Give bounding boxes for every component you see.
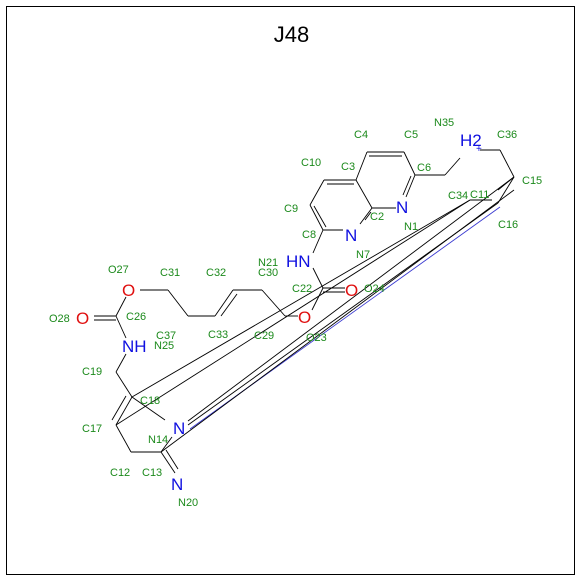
bond bbox=[309, 204, 324, 231]
bond bbox=[364, 211, 372, 221]
bond bbox=[355, 151, 368, 181]
bond bbox=[355, 179, 373, 209]
bond bbox=[131, 199, 471, 398]
bond bbox=[214, 289, 234, 317]
bond bbox=[313, 205, 327, 228]
bond bbox=[309, 179, 325, 206]
bond bbox=[115, 315, 127, 339]
bond bbox=[160, 436, 173, 453]
bond bbox=[115, 396, 133, 426]
atom-label-c33: C33 bbox=[208, 329, 228, 341]
atom-label-c18: C18 bbox=[140, 395, 160, 407]
atom-label-c29: C29 bbox=[254, 330, 274, 342]
atom-label-c15: C15 bbox=[522, 175, 542, 187]
bond bbox=[115, 353, 127, 373]
atom-symbol-n35: H2 bbox=[460, 131, 482, 150]
atom-label-n7: N7 bbox=[356, 249, 370, 261]
atom-label-o28: O28 bbox=[49, 313, 70, 325]
bond bbox=[359, 207, 373, 225]
bond bbox=[499, 149, 515, 178]
bond bbox=[187, 176, 515, 422]
bond bbox=[403, 151, 416, 176]
bond bbox=[220, 293, 238, 317]
atom-label-n25: N25 bbox=[154, 340, 174, 352]
atom-label-c8: C8 bbox=[302, 229, 316, 241]
atom-label-o24: O24 bbox=[364, 283, 385, 295]
bond bbox=[165, 449, 179, 470]
viewer-frame bbox=[6, 6, 575, 575]
atom-label-c32: C32 bbox=[206, 267, 226, 279]
atom-symbol-n1: N bbox=[396, 198, 408, 217]
bond-layer bbox=[94, 149, 515, 474]
bond bbox=[405, 174, 416, 198]
bond bbox=[312, 267, 324, 289]
atom-label-c30: C30 bbox=[258, 267, 278, 279]
bond bbox=[444, 157, 461, 176]
atom-label-c11: C11 bbox=[470, 189, 489, 201]
molecule-title: J48 bbox=[273, 22, 310, 47]
bond bbox=[115, 199, 471, 426]
atom-label-c34: C34 bbox=[448, 190, 468, 202]
atom-label-n35: N35 bbox=[434, 117, 454, 129]
bond bbox=[160, 451, 176, 474]
atom-symbol-n7: N bbox=[345, 226, 357, 245]
atom-label-c6: C6 bbox=[417, 162, 431, 174]
atom-label-c37: C37 bbox=[156, 330, 176, 342]
bond bbox=[311, 287, 324, 311]
bond bbox=[160, 189, 515, 453]
atom-label-c3: C3 bbox=[341, 161, 355, 173]
atom-symbol-o27: O bbox=[122, 281, 135, 300]
bond bbox=[115, 371, 133, 398]
atom-label-c13: C13 bbox=[142, 467, 162, 479]
atom-symbol-n21: HN bbox=[286, 252, 311, 271]
atom-label-c31: C31 bbox=[160, 267, 180, 279]
element-symbol-layer: N N N N HN O O NH O O H2 + bbox=[76, 131, 482, 494]
atom-label-n20: N20 bbox=[178, 497, 198, 509]
bond bbox=[131, 396, 166, 421]
atom-label-c22: C22 bbox=[292, 283, 312, 295]
atom-symbol-o23: O bbox=[298, 308, 311, 327]
atom-label-c2: C2 bbox=[370, 211, 384, 223]
atom-label-layer: N1 C2 C3 C4 C5 C6 N7 C8 C9 C10 C11 C12 C… bbox=[49, 117, 542, 509]
atom-label-c36: C36 bbox=[497, 129, 517, 141]
bond bbox=[261, 289, 286, 317]
atom-label-n1: N1 bbox=[404, 221, 418, 233]
atom-label-c10: C10 bbox=[301, 157, 321, 169]
atom-label-c19: C19 bbox=[82, 366, 102, 378]
atom-label-c5: C5 bbox=[404, 129, 418, 141]
atom-label-c16: C16 bbox=[498, 219, 518, 231]
charge-n35: + bbox=[476, 144, 482, 155]
atom-symbol-n14: N bbox=[173, 419, 185, 438]
atom-label-c12: C12 bbox=[110, 467, 130, 479]
bond bbox=[115, 424, 132, 453]
bond bbox=[497, 176, 515, 204]
atom-symbol-o28: O bbox=[76, 309, 89, 328]
bond bbox=[167, 289, 189, 317]
atom-symbol-o24: O bbox=[345, 281, 358, 300]
atom-label-c4: C4 bbox=[354, 129, 368, 141]
atom-label-o27: O27 bbox=[108, 264, 129, 276]
atom-label-n14: N14 bbox=[148, 434, 168, 446]
bond bbox=[402, 175, 412, 196]
atom-label-c9: C9 bbox=[284, 203, 298, 215]
atom-label-n21: N21 bbox=[258, 257, 278, 269]
atom-label-c26: C26 bbox=[126, 311, 146, 323]
atom-label-o23: O23 bbox=[306, 332, 327, 344]
atom-symbol-n25: NH bbox=[122, 337, 147, 356]
bond bbox=[115, 296, 127, 317]
bond bbox=[111, 395, 127, 421]
atom-symbol-n20: N bbox=[171, 475, 183, 494]
bond bbox=[312, 229, 324, 254]
atom-label-c17: C17 bbox=[82, 423, 102, 435]
